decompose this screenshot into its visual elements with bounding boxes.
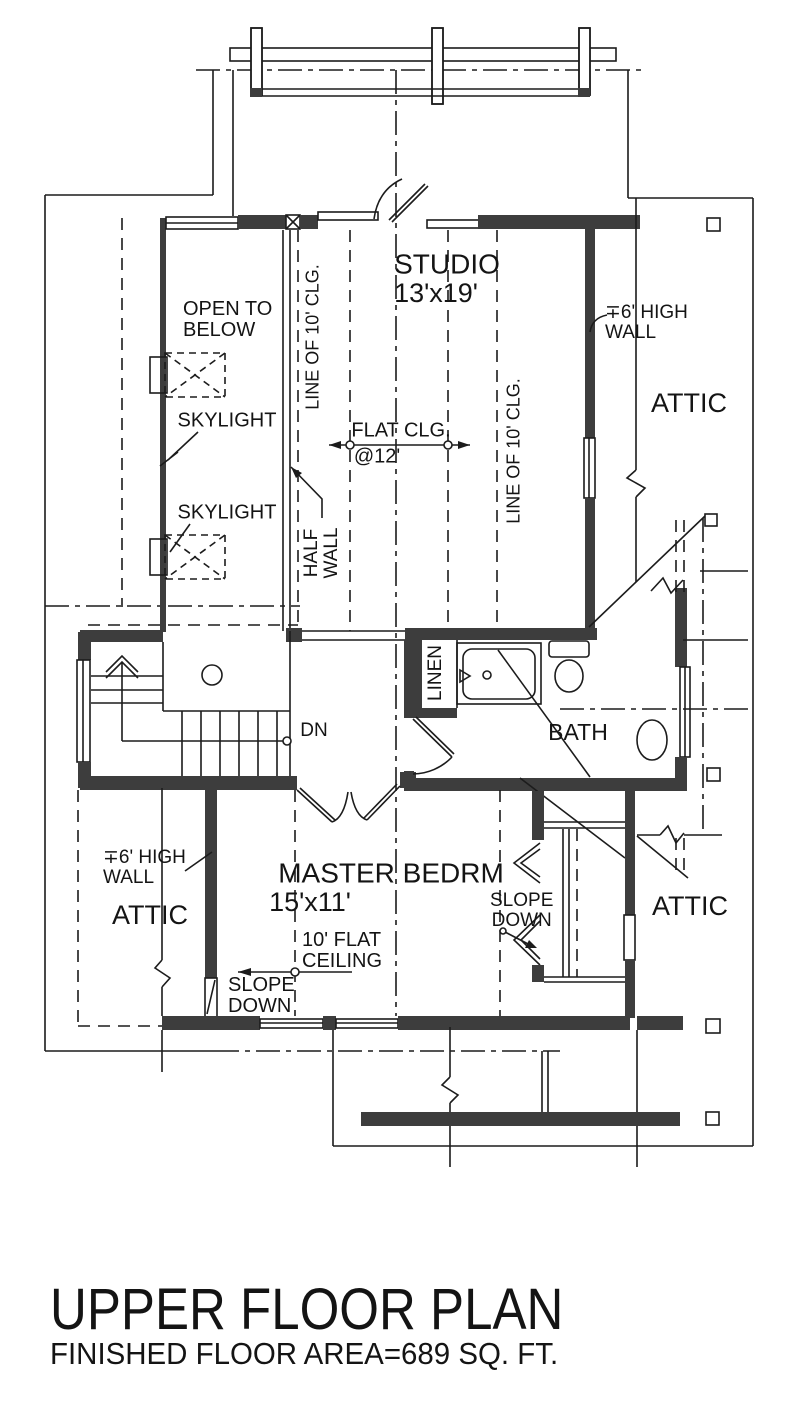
closet — [512, 791, 636, 1018]
ceiling-lines — [121, 218, 498, 631]
skylight-label: SKYLIGHT — [177, 501, 277, 524]
bath-door-icon — [412, 716, 455, 775]
annotation-arrows — [238, 440, 537, 977]
down-label: DN — [300, 720, 328, 742]
skylight-icon — [149, 352, 226, 467]
studio-walls — [160, 178, 640, 632]
bath-walls — [400, 588, 748, 791]
outer-boundary — [44, 69, 754, 1147]
skylight-label: SKYLIGHT — [177, 409, 277, 432]
room-dims-studio: 13'x19' — [394, 277, 478, 308]
stairs — [76, 631, 297, 790]
mid-walls — [80, 624, 597, 642]
flat-clg-label: FLAT CLG. — [351, 419, 451, 442]
line-of-clg-label: LINE OF 10' CLG. — [503, 378, 524, 524]
page-title: UPPER FLOOR PLAN — [50, 1277, 564, 1342]
double-door-icon — [296, 783, 401, 823]
bathtub-icon — [456, 642, 542, 705]
half-wall-line — [282, 230, 291, 631]
room-label-studio: STUDIO — [394, 248, 500, 280]
room-label-attic-se: ATTIC — [652, 890, 728, 921]
attic-upper-right — [588, 198, 748, 628]
toilet-icon — [548, 640, 590, 693]
room-label-attic-ne: ATTIC — [651, 387, 727, 418]
attic-lower-right — [636, 767, 722, 879]
room-dims-master: 15'x11' — [269, 886, 351, 917]
room-label-attic-w: ATTIC — [112, 899, 188, 930]
area-note: FINISHED FLOOR AREA=689 SQ. FT. — [50, 1336, 559, 1371]
room-label-linen: LINEN — [425, 645, 447, 701]
roof-valley-lines — [497, 649, 626, 859]
sink-icon — [636, 719, 668, 761]
flat-clg-height: @12' — [353, 445, 401, 468]
master-bedroom-walls — [77, 788, 683, 1030]
room-label-bath: BATH — [548, 718, 608, 745]
line-of-clg-label: LINE OF 10' CLG. — [302, 264, 323, 410]
deck-railing — [229, 27, 617, 105]
room-label-master: MASTER BEDRM — [278, 857, 504, 889]
lower-deck — [161, 1018, 721, 1167]
skylight-icon — [149, 523, 226, 580]
deck-door-icon — [373, 178, 429, 223]
